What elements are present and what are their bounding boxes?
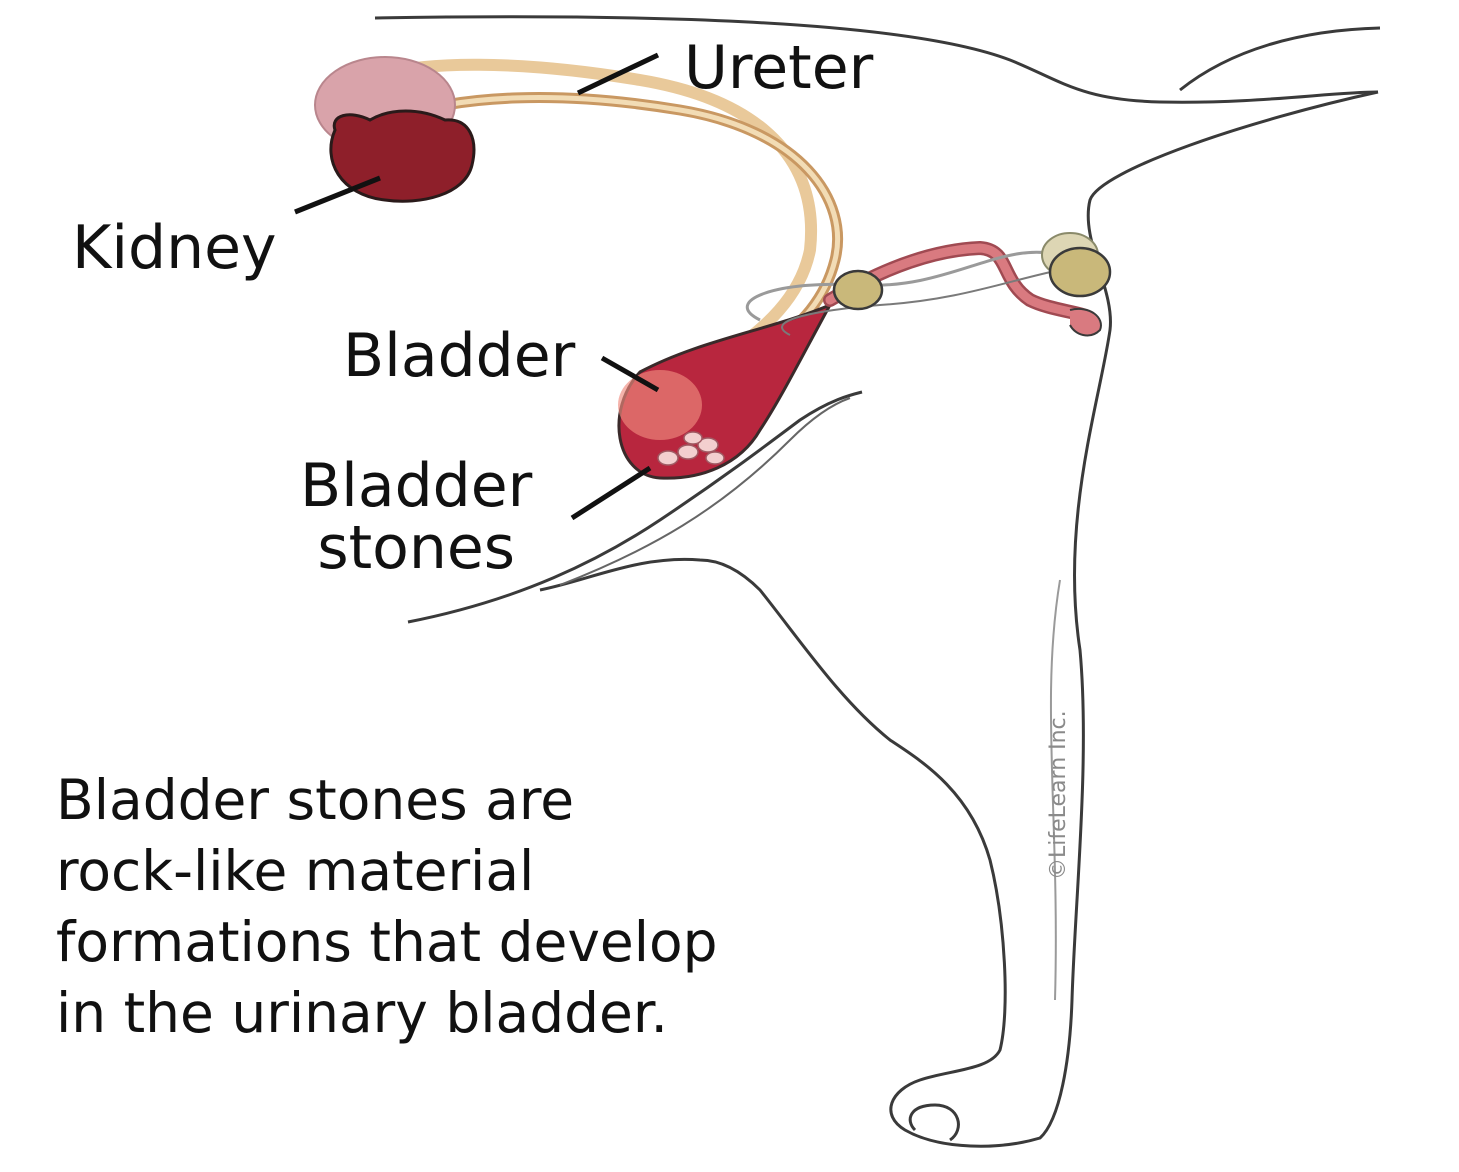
dog-hind-leg-front	[539, 90, 1379, 1148]
leader-bladder-stones	[570, 465, 652, 521]
caption-text: Bladder stones are rock-like material fo…	[56, 765, 718, 1049]
testicle-front	[1048, 246, 1112, 298]
prostate	[832, 269, 884, 311]
dog-belly-outline	[407, 390, 863, 624]
urethra-core	[825, 243, 1095, 323]
dog-tail-outline	[1179, 26, 1381, 92]
caption-line-1: Bladder stones are	[56, 768, 575, 832]
label-bladder-stones: Bladder stones	[300, 455, 532, 579]
dog-leg-inner-contour	[1049, 579, 1061, 1001]
caption-line-3: formations that develop	[56, 910, 718, 974]
dog-belly-inner-line	[559, 397, 851, 586]
ureter-back	[364, 58, 818, 351]
label-bladder-stones-line1: Bladder	[300, 451, 533, 521]
leader-bladder	[600, 355, 660, 393]
caption-line-2: rock-like material	[56, 839, 535, 903]
leader-kidney	[294, 175, 381, 215]
label-bladder-stones-line2: stones	[317, 513, 516, 583]
penis-tip	[1069, 307, 1102, 337]
copyright-watermark: ©LifeLearn Inc.	[1046, 710, 1071, 880]
caption-line-4: in the urinary bladder.	[56, 981, 668, 1045]
vas-deferens-lower	[781, 269, 1061, 336]
kidney-front	[329, 109, 476, 203]
label-bladder: Bladder	[343, 321, 576, 391]
label-ureter: Ureter	[684, 33, 874, 103]
label-kidney: Kidney	[72, 213, 277, 283]
ureter-front-core	[392, 95, 841, 348]
dog-paw-toe	[908, 1103, 960, 1142]
dog-back-outline	[374, 15, 1379, 104]
bladder-highlight	[618, 370, 702, 440]
leader-ureter	[576, 52, 660, 96]
bladder-stones	[657, 431, 725, 466]
